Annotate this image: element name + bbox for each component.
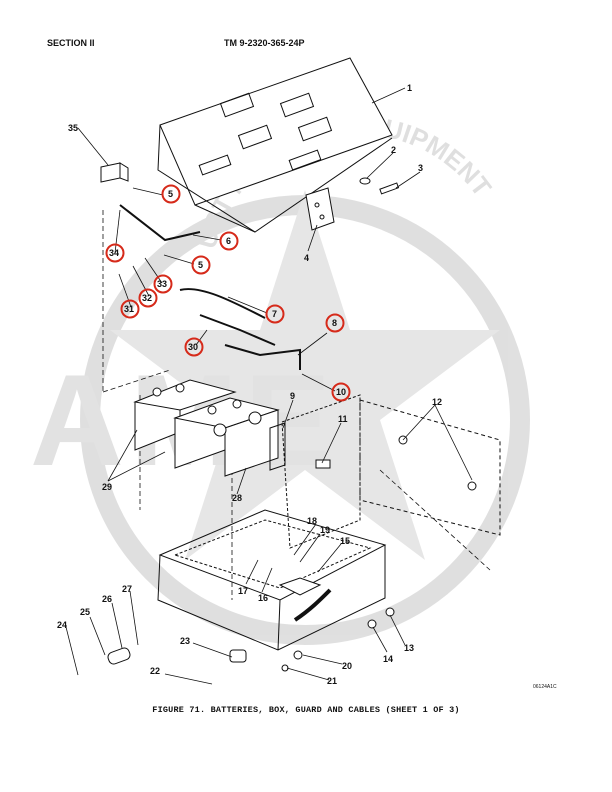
callout-22: 22: [150, 666, 160, 676]
callout-11: 11: [338, 414, 348, 424]
callout-14: 14: [383, 654, 393, 664]
callout-1: 1: [407, 83, 412, 93]
callout-26: 26: [102, 594, 112, 604]
callout-21: 21: [327, 676, 337, 686]
lower-hardware: [107, 435, 477, 672]
callout-16: 16: [258, 593, 268, 603]
callout-25: 25: [80, 607, 90, 617]
section-header: SECTION II: [47, 38, 95, 48]
callout-24: 24: [57, 620, 67, 630]
battery-cables: [119, 204, 301, 370]
callout-2: 2: [391, 145, 396, 155]
callout-33: 33: [157, 279, 167, 289]
callout-labels: 1 2 3 4 5 6 5 7 8 9 10 11 12 13 14 15 16…: [57, 83, 442, 686]
batteries: [133, 379, 280, 477]
callout-4: 4: [304, 253, 309, 263]
terminal-cover: [100, 162, 129, 183]
highlight-rings: [105, 184, 351, 402]
figure-caption: FIGURE 71. BATTERIES, BOX, GUARD AND CAB…: [152, 705, 460, 715]
screw-and-washer: [359, 177, 400, 195]
callout-17: 17: [238, 586, 248, 596]
callout-34: 34: [109, 248, 119, 258]
leader-lines: [65, 87, 473, 685]
callout-18: 18: [307, 516, 317, 526]
callout-28: 28: [232, 493, 242, 503]
callout-13: 13: [404, 643, 414, 653]
guard-plate: [305, 187, 335, 231]
manual-number: TM 9-2320-365-24P: [224, 38, 305, 48]
callout-7: 7: [272, 309, 277, 319]
callout-6: 6: [226, 236, 231, 246]
callout-23: 23: [180, 636, 190, 646]
callout-12: 12: [432, 397, 442, 407]
callout-30: 30: [188, 342, 198, 352]
battery-box: [157, 394, 501, 651]
callout-35: 35: [68, 123, 78, 133]
callout-8: 8: [332, 318, 337, 328]
callout-31: 31: [124, 304, 134, 314]
battery-cover: [157, 57, 393, 233]
callout-5b: 5: [198, 260, 203, 270]
callout-3: 3: [418, 163, 423, 173]
callout-10: 10: [336, 387, 346, 397]
figure-code: 06124A1C: [533, 684, 557, 690]
callout-27: 27: [122, 584, 132, 594]
callout-19: 19: [320, 525, 330, 535]
callout-32: 32: [142, 293, 152, 303]
callout-29: 29: [102, 482, 112, 492]
watermark: UST MILITARY EQUIPMENT AME: [30, 110, 530, 645]
callout-15: 15: [340, 536, 350, 546]
callout-5a: 5: [168, 189, 173, 199]
callout-9: 9: [290, 391, 295, 401]
callout-20: 20: [342, 661, 352, 671]
